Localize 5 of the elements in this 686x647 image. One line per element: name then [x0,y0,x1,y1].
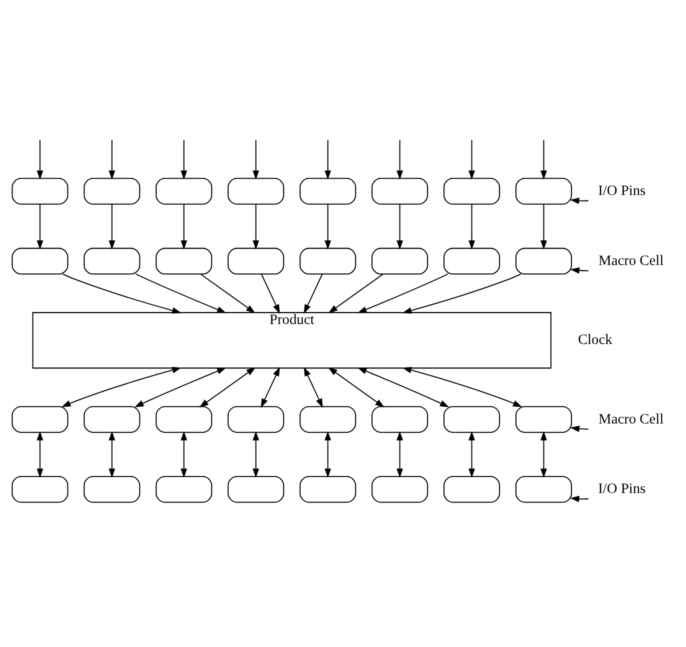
node-text: Macro Cell [598,252,664,269]
node-text: I/O Pins [598,183,646,200]
node-text: I/O Pins [598,481,646,498]
node-text: Macro Cell [598,411,664,428]
label: Clock [578,332,612,348]
